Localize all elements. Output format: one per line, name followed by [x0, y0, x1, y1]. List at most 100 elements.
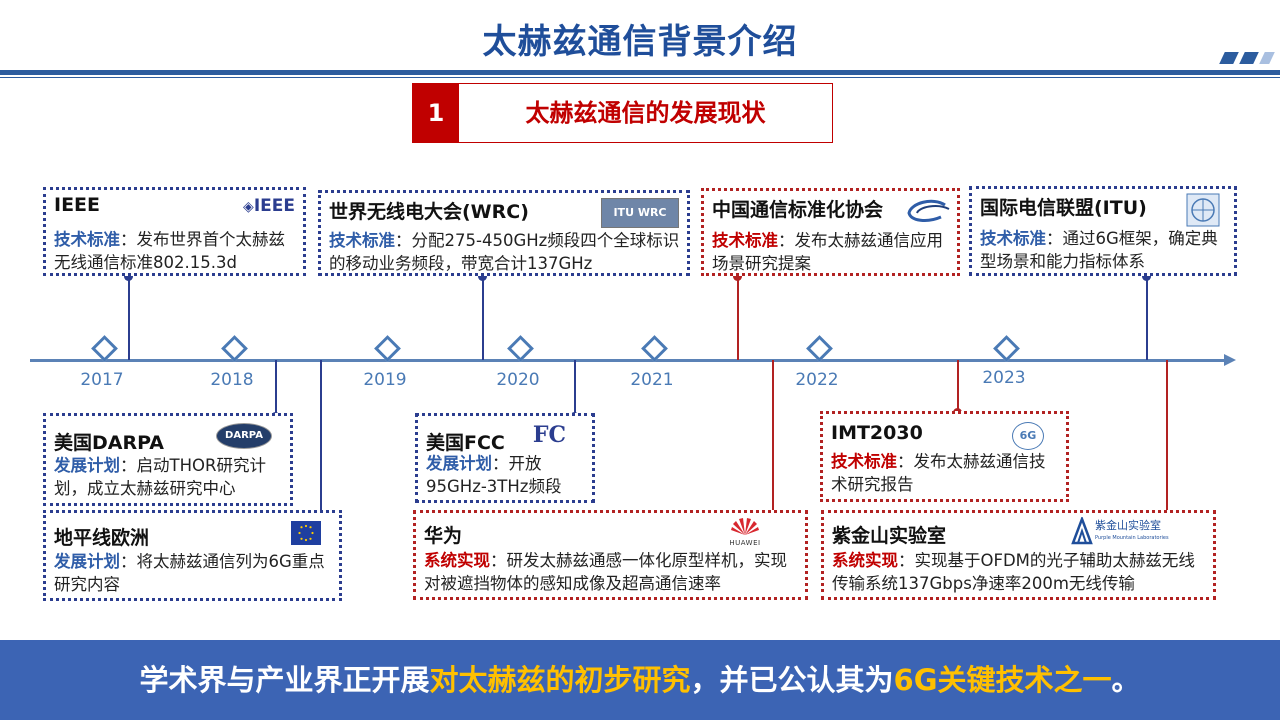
timeline-marker [641, 335, 668, 362]
banner-text: ，并已公认其为 [690, 663, 894, 697]
event-card-horizon-europe: 地平线欧洲 发展计划：将太赫兹通信列为6G重点研究内容 [43, 510, 342, 601]
connector-line [772, 360, 774, 514]
ieee-logo-icon: ◈IEEE [243, 196, 295, 216]
event-card-ccsa: 中国通信标准化协会 技术标准：发布太赫兹通信应用场景研究提案 [701, 188, 960, 276]
connector-line [320, 360, 322, 514]
connector-line [957, 360, 959, 414]
year-label: 2018 [210, 370, 254, 390]
card-body: 技术标准：发布太赫兹通信技术研究报告 [831, 450, 1060, 496]
card-text: ：通过6G框架，确定典型场景和能力指标体系 [980, 229, 1218, 271]
timeline-marker [806, 335, 833, 362]
card-title: 地平线欧洲 [54, 527, 150, 549]
banner-text: 。 [1111, 663, 1141, 697]
card-body: 发展计划：将太赫兹通信列为6G重点研究内容 [54, 550, 333, 596]
timeline-marker [91, 335, 118, 362]
event-card-imt2030: IMT2030 6G 技术标准：发布太赫兹通信技术研究报告 [820, 411, 1069, 502]
card-title: 美国DARPA [54, 432, 164, 454]
huawei-petals-icon [731, 518, 759, 535]
event-card-huawei: 华为 HUAWEI 系统实现：研发太赫兹通感一体化原型样机，实现对被遮挡物体的感… [413, 510, 808, 600]
darpa-logo-icon: DARPA [216, 423, 272, 449]
card-body: 系统实现：研发太赫兹通感一体化原型样机，实现对被遮挡物体的感知成像及超高通信速率 [424, 549, 799, 595]
card-title: 华为 [424, 525, 463, 547]
card-label: 系统实现 [424, 551, 490, 570]
card-body: 发展计划：开放95GHz-3THz频段 [426, 452, 586, 498]
card-title: 国际电信联盟(ITU) [980, 197, 1147, 219]
card-label: 系统实现 [832, 551, 898, 570]
card-text: ：开放95GHz-3THz频段 [426, 454, 562, 496]
title-divider [0, 70, 1280, 75]
card-label: 发展计划 [54, 552, 120, 571]
timeline-marker [374, 335, 401, 362]
huawei-logo-icon: HUAWEI [725, 517, 765, 547]
card-body: 技术标准：通过6G框架，确定典型场景和能力指标体系 [980, 227, 1228, 273]
connector-line [482, 276, 484, 360]
connector-line [1166, 360, 1168, 514]
6g-logo-icon: 6G [1012, 422, 1044, 450]
card-text: ：将太赫兹通信列为6G重点研究内容 [54, 552, 325, 594]
fcc-logo-icon: FC [532, 422, 566, 448]
timeline-axis [30, 359, 1226, 362]
card-label: 发展计划 [54, 456, 120, 475]
connector-line [737, 276, 739, 360]
year-label: 2020 [496, 370, 540, 390]
connector-dot [1142, 272, 1151, 281]
card-text: ：实现基于OFDM的光子辅助太赫兹无线传输系统137Gbps净速率200m无线传… [832, 551, 1195, 593]
event-card-itu: 国际电信联盟(ITU) 技术标准：通过6G框架，确定典型场景和能力指标体系 [969, 186, 1237, 276]
card-text: ：发布太赫兹通信技术研究报告 [831, 452, 1046, 494]
year-label: 2021 [630, 370, 674, 390]
itu-wrc-logo-icon: ITU WRC [601, 198, 679, 228]
card-title: 紫金山实验室 [832, 525, 947, 547]
event-card-wrc: 世界无线电大会(WRC) ITU WRC 技术标准：分配275-450GHz频段… [318, 190, 690, 276]
event-card-purple-mountain: 紫金山实验室 紫金山实验室 Purple Mountain Laboratori… [821, 510, 1216, 600]
timeline-arrow-icon [1224, 354, 1236, 366]
connector-dot [124, 272, 133, 281]
mountain-icon [1071, 517, 1093, 545]
card-text: ：启动THOR研究计划，成立太赫兹研究中心 [54, 456, 266, 498]
card-title: 世界无线电大会(WRC) [329, 201, 529, 223]
card-title: 美国FCC [426, 432, 505, 454]
banner-text: 学术界与产业界正开展 [139, 663, 430, 697]
event-card-ieee: IEEE ◈IEEE 技术标准：发布世界首个太赫兹无线通信标准802.15.3d [43, 187, 306, 276]
banner-highlight: 6G关键技术之一 [893, 663, 1112, 697]
connector-line [574, 360, 576, 416]
card-body: 系统实现：实现基于OFDM的光子辅助太赫兹无线传输系统137Gbps净速率200… [832, 549, 1207, 595]
connector-dot [733, 272, 742, 281]
card-body: 技术标准：分配275-450GHz频段四个全球标识的移动业务频段，带宽合计137… [329, 229, 681, 275]
year-label: 2023 [982, 368, 1026, 388]
summary-banner: 学术界与产业界正开展对太赫兹的初步研究，并已公认其为6G关键技术之一。 [0, 640, 1280, 720]
title-divider-thin [0, 77, 1280, 78]
timeline-marker [507, 335, 534, 362]
year-label: 2017 [80, 370, 124, 390]
card-text: ：发布世界首个太赫兹无线通信标准802.15.3d [54, 230, 285, 272]
card-body: 技术标准：发布太赫兹通信应用场景研究提案 [712, 229, 951, 275]
connector-dot [478, 272, 487, 281]
card-label: 技术标准 [831, 452, 897, 471]
card-text: ：研发太赫兹通感一体化原型样机，实现对被遮挡物体的感知成像及超高通信速率 [424, 551, 787, 593]
card-label: 技术标准 [980, 229, 1046, 248]
section-header: 1 太赫兹通信的发展现状 [412, 83, 833, 143]
purple-mountain-logo-icon: 紫金山实验室 Purple Mountain Laboratories [1071, 517, 1177, 547]
connector-line [1146, 276, 1148, 360]
itu-logo-icon [1186, 193, 1220, 227]
year-label: 2022 [795, 370, 839, 390]
card-label: 技术标准 [712, 231, 778, 250]
connector-line [275, 360, 277, 416]
card-text: ：发布太赫兹通信应用场景研究提案 [712, 231, 943, 273]
card-label: 发展计划 [426, 454, 492, 473]
card-text: ：分配275-450GHz频段四个全球标识的移动业务频段，带宽合计137GHz [329, 231, 680, 273]
section-title: 太赫兹通信的发展现状 [525, 99, 766, 127]
card-label: 技术标准 [329, 231, 395, 250]
card-title: IMT2030 [831, 422, 923, 444]
page-title: 太赫兹通信背景介绍 [482, 22, 798, 62]
card-title: IEEE [54, 194, 101, 216]
ccsa-logo-icon [907, 199, 950, 222]
connector-line [128, 276, 130, 360]
card-title: 中国通信标准化协会 [712, 199, 884, 221]
event-card-fcc: 美国FCC FC 发展计划：开放95GHz-3THz频段 [415, 413, 595, 503]
year-label: 2019 [363, 370, 407, 390]
timeline-marker [221, 335, 248, 362]
event-card-darpa: 美国DARPA DARPA 发展计划：启动THOR研究计划，成立太赫兹研究中心 [43, 413, 293, 506]
card-label: 技术标准 [54, 230, 120, 249]
timeline-marker [993, 335, 1020, 362]
card-body: 发展计划：启动THOR研究计划，成立太赫兹研究中心 [54, 454, 284, 500]
